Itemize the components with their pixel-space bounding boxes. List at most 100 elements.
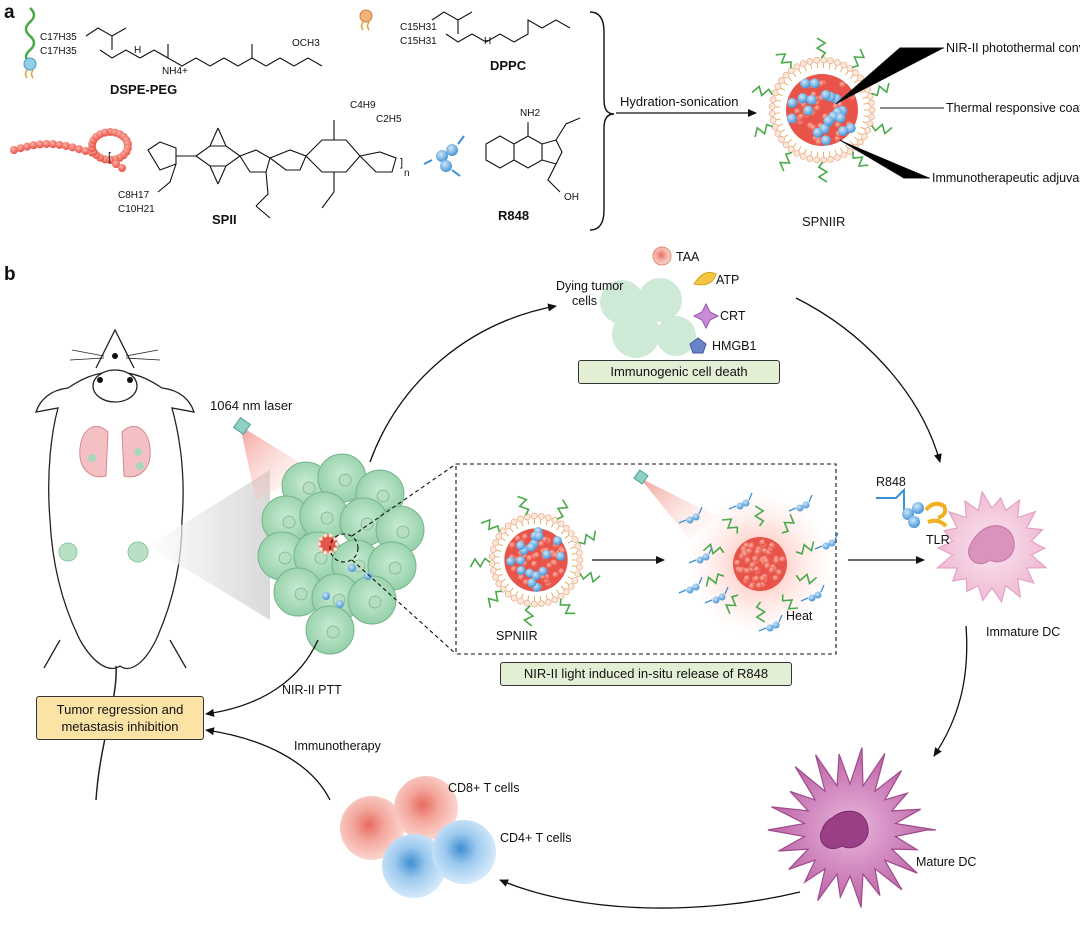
released-r848 xyxy=(696,556,704,564)
laser-label: 1064 nm laser xyxy=(210,398,293,413)
cd8-label: CD8+ T cells xyxy=(448,781,519,795)
r848-oh-label: OH xyxy=(564,192,579,203)
lipid-head xyxy=(530,600,538,608)
lipid-head xyxy=(576,549,583,557)
ptt-label: NIR-II PTT xyxy=(282,683,342,697)
r848-tlr-binding-icon xyxy=(876,487,948,528)
lipid-head xyxy=(544,514,552,522)
released-r848 xyxy=(686,516,694,524)
r848-molecule xyxy=(516,556,526,566)
lipid-head xyxy=(510,518,518,526)
lipid-head xyxy=(813,56,821,64)
lipid-head xyxy=(834,154,841,161)
polymer-bead xyxy=(42,140,51,149)
polymer-bead xyxy=(55,140,64,149)
lipid-head xyxy=(495,580,503,587)
sp-n-label: n xyxy=(404,168,410,179)
inset-laser-icon xyxy=(633,469,716,540)
dppc-h-label: H xyxy=(484,36,491,47)
dying-tumor-cells xyxy=(600,278,696,358)
sp-c10-label: C10H21 xyxy=(118,204,155,215)
r848-molecule xyxy=(806,94,817,105)
dspe-nh4-label: NH4+ xyxy=(162,66,188,77)
sp-bracket-left: [ xyxy=(108,151,111,163)
lipid-head xyxy=(827,155,835,163)
polymer-bead xyxy=(49,140,57,149)
r848-molecule xyxy=(527,578,537,588)
polymer-bead xyxy=(75,145,83,154)
peg-chain xyxy=(852,151,869,167)
lipid-head xyxy=(499,527,507,535)
released-r848 xyxy=(712,596,720,604)
mature-dc-cell xyxy=(767,747,936,908)
polymer-bead xyxy=(16,144,25,153)
peg-chain xyxy=(469,557,491,569)
lipid-head xyxy=(840,61,848,69)
lipid-head xyxy=(813,156,821,164)
cd4-label: CD4+ T cells xyxy=(500,831,571,845)
lipid-head xyxy=(774,130,782,137)
lipid-head xyxy=(517,597,524,605)
lipid-head xyxy=(489,567,497,574)
peg-chain xyxy=(753,505,765,527)
taa-label: TAA xyxy=(676,250,700,264)
r848-structure xyxy=(485,117,581,193)
panel-b-label: b xyxy=(4,264,16,285)
r848-molecule xyxy=(787,97,798,108)
peg-chain xyxy=(705,573,725,587)
lipid-head xyxy=(574,542,582,550)
peg-chain xyxy=(702,543,725,556)
peg-chain xyxy=(795,572,818,585)
dppc-structure xyxy=(431,11,571,43)
lipid-head xyxy=(571,536,579,543)
sp-bracket-right: ] xyxy=(400,157,403,169)
mouse-illustration xyxy=(35,328,195,801)
peg-chain xyxy=(724,594,739,615)
lipid-head xyxy=(868,99,875,107)
r848-molecule xyxy=(797,93,808,104)
lipid-head xyxy=(576,556,584,564)
peg-chain xyxy=(851,48,866,69)
lipid-head xyxy=(782,71,790,79)
lipid-head xyxy=(768,103,776,110)
lipid-head xyxy=(799,60,807,67)
lipid-head xyxy=(868,106,876,114)
r848-molecule xyxy=(538,566,548,576)
r848-molecule xyxy=(542,550,552,560)
icd-box: Immunogenic cell death xyxy=(578,360,780,384)
r848-molecule xyxy=(516,541,526,551)
lipid-head xyxy=(557,592,565,600)
r848-molecule xyxy=(819,123,830,134)
lipid-head xyxy=(856,74,864,82)
peg-chain xyxy=(755,601,767,623)
polymer-bead xyxy=(29,141,38,150)
r848-molecule xyxy=(823,115,834,126)
lipid-head xyxy=(793,63,801,71)
dspe-peg-structure xyxy=(85,27,323,67)
lipid-head xyxy=(771,89,779,97)
r848-name: R848 xyxy=(498,208,529,223)
lipid-head xyxy=(868,113,875,121)
lipid-head xyxy=(510,594,518,602)
r848-molecule xyxy=(556,551,566,561)
lipid-head xyxy=(799,153,807,160)
lipid-head xyxy=(563,588,570,596)
lipid-head xyxy=(517,515,524,523)
lipid-head xyxy=(576,563,583,571)
r848-icon xyxy=(423,135,465,177)
spniir-nanoparticle-a xyxy=(751,37,893,183)
lipid-head xyxy=(827,57,835,65)
tumor-cell-cluster xyxy=(257,453,425,655)
lipid-head xyxy=(530,512,538,520)
r848-molecule xyxy=(835,112,846,123)
lipid-head xyxy=(782,141,790,149)
lipid-head xyxy=(504,522,512,530)
r848-molecule xyxy=(838,126,849,137)
peg-chain xyxy=(775,53,792,69)
lipid-head xyxy=(544,598,552,606)
polymer-bead xyxy=(36,140,44,149)
dppc-name: DPPC xyxy=(490,58,527,73)
sp-c2-label: C2H5 xyxy=(376,114,402,125)
